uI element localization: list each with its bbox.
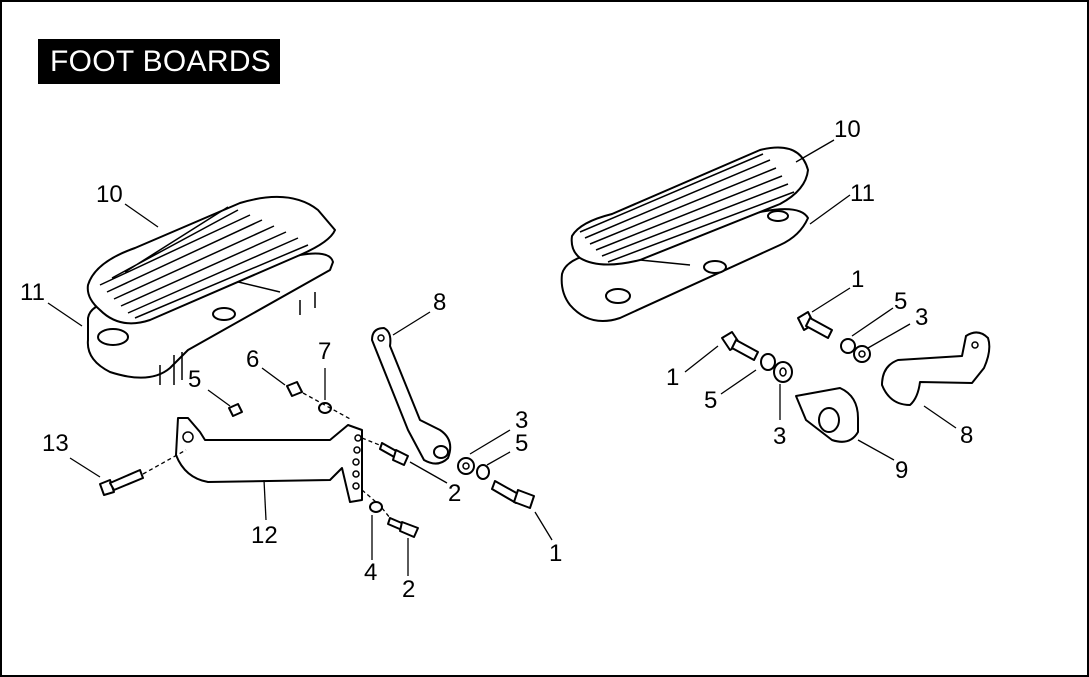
callout-right-8: 8 [960, 422, 973, 449]
callout-left-5: 5 [188, 366, 201, 393]
left-footboard-pad [86, 195, 336, 325]
callout-left-4: 4 [364, 559, 377, 586]
callout-left-2a: 2 [448, 480, 461, 507]
left-mount-arm-8 [371, 327, 452, 465]
right-footboard-pad [570, 146, 809, 266]
callout-right-9: 9 [895, 457, 908, 484]
callout-left-12: 12 [251, 522, 278, 549]
callout-labels: 10 11 5 13 6 7 8 12 3 5 2 4 2 1 10 11 1 … [20, 116, 973, 603]
callout-right-1a: 1 [851, 266, 864, 293]
right-mount-arm-8 [881, 331, 991, 406]
right-spacer-9 [795, 387, 859, 443]
callout-right-1b: 1 [666, 364, 679, 391]
left-footboard-base [86, 252, 334, 385]
callout-left-8: 8 [433, 289, 446, 316]
callout-left-6: 6 [246, 346, 259, 373]
callout-left-10: 10 [96, 181, 123, 208]
left-hardware [99, 381, 535, 538]
callout-right-5b: 5 [704, 387, 717, 414]
callout-right-5a: 5 [894, 288, 907, 315]
left-leader-lines [47, 203, 553, 576]
callout-left-5b: 5 [515, 430, 528, 457]
right-hardware [721, 311, 871, 383]
callout-left-11: 11 [20, 279, 45, 306]
callout-right-3a: 3 [915, 304, 928, 331]
left-footboard-bracket-12 [175, 417, 363, 503]
diagram-title: FOOT BOARDS [38, 39, 280, 84]
callout-left-1: 1 [549, 540, 562, 567]
callout-left-13: 13 [42, 430, 69, 457]
callout-right-10: 10 [834, 116, 861, 143]
callout-left-2b: 2 [402, 576, 415, 603]
callout-right-11: 11 [850, 180, 875, 207]
callout-right-3b: 3 [773, 423, 786, 450]
right-leader-lines [684, 139, 957, 461]
callout-left-7: 7 [318, 338, 331, 365]
callout-left-3: 3 [515, 407, 528, 434]
